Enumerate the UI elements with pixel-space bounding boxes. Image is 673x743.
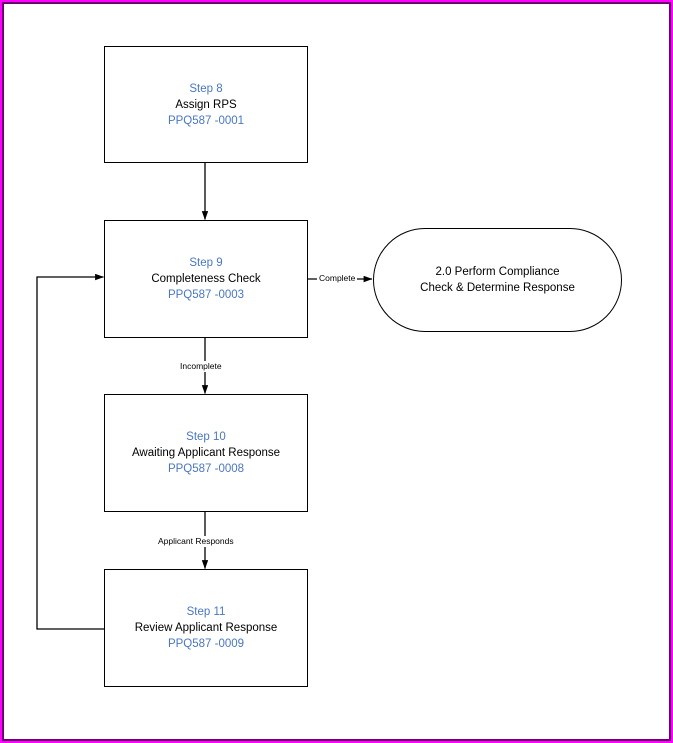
node-process-2-0-line2: Check & Determine Response: [420, 282, 575, 294]
node-process-2-0[interactable]: 2.0 Perform Compliance Check & Determine…: [373, 228, 622, 332]
edge-step11-step9-loop: [36, 273, 105, 630]
node-step8-title: Assign RPS: [175, 98, 237, 111]
node-step10-step-label: Step 10: [186, 431, 226, 443]
node-step10-title: Awaiting Applicant Response: [131, 447, 281, 459]
node-step9-step-label: Step 9: [189, 257, 223, 269]
node-step10-code: PPQ587 -0008: [167, 463, 245, 475]
node-process-2-0-line1: 2.0 Perform Compliance: [435, 266, 560, 278]
node-step11-step-label: Step 11: [186, 606, 226, 618]
node-step10[interactable]: Step 10 Awaiting Applicant Response PPQ5…: [104, 394, 308, 512]
node-step8-step-label: Step 8: [189, 82, 223, 95]
edge-label-applicant-responds: Applicant Responds: [156, 536, 236, 547]
node-step11[interactable]: Step 11 Review Applicant Response PPQ587…: [104, 569, 308, 687]
node-step8-code: PPQ587 -0001: [167, 114, 245, 127]
node-step8[interactable]: Step 8 Assign RPS PPQ587 -0001: [104, 46, 308, 163]
node-step9-code: PPQ587 -0003: [167, 289, 245, 301]
node-step11-code: PPQ587 -0009: [167, 638, 245, 650]
edge-label-complete: Complete: [317, 273, 358, 284]
edge-label-incomplete: Incomplete: [178, 361, 224, 372]
node-step9-title: Completeness Check: [151, 273, 261, 285]
node-step9[interactable]: Step 9 Completeness Check PPQ587 -0003: [104, 220, 308, 338]
node-step11-title: Review Applicant Response: [134, 622, 278, 634]
